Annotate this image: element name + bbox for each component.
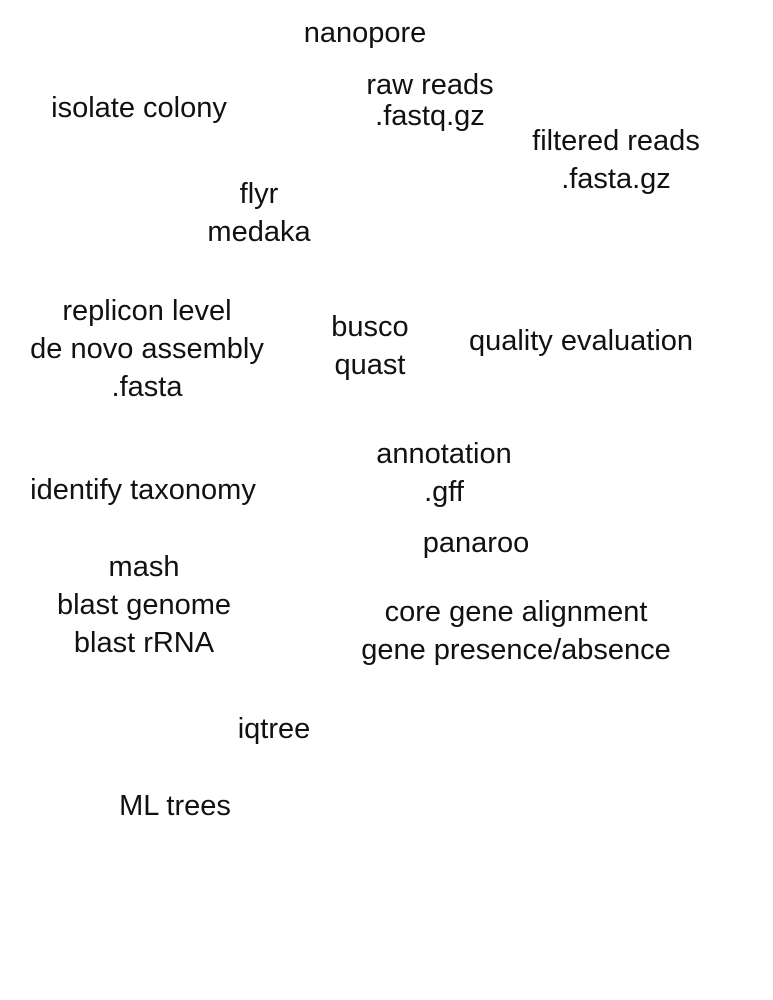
node-de-novo-assembly: replicon level de novo assembly .fasta — [30, 292, 264, 406]
node-identify-taxonomy: identify taxonomy — [30, 471, 256, 509]
node-iqtree: iqtree — [238, 710, 311, 748]
node-busco-quast: busco quast — [331, 308, 408, 384]
node-label: de novo assembly — [30, 333, 264, 365]
node-ml-trees: ML trees — [119, 787, 231, 825]
node-nanopore: nanopore — [304, 14, 427, 52]
node-label: isolate colony — [51, 92, 227, 124]
node-tool-label: panaroo — [422, 527, 530, 559]
node-label: ML trees — [119, 790, 231, 822]
node-tool-label: blast genome — [56, 589, 232, 621]
node-tool-label: blast rRNA — [73, 627, 215, 659]
node-panaroo: panaroo — [423, 524, 529, 562]
node-file-extension: .fasta — [111, 371, 183, 403]
node-tool-label: mash — [108, 551, 180, 583]
node-label: annotation — [376, 438, 512, 470]
node-label: filtered reads — [532, 125, 700, 157]
node-tool-label: medaka — [207, 216, 311, 248]
node-taxonomy-tools: mash blast genome blast rRNA — [57, 548, 231, 662]
node-filtered-reads: filtered reads .fasta.gz — [532, 122, 700, 198]
node-label: raw reads — [366, 69, 494, 101]
node-flyr-medaka: flyr medaka — [207, 175, 310, 251]
node-label: core gene alignment — [384, 596, 648, 628]
node-quality-evaluation: quality evaluation — [469, 322, 693, 360]
node-tool-label: busco — [331, 311, 409, 343]
node-label: nanopore — [303, 17, 427, 49]
node-label: quality evaluation — [468, 325, 694, 357]
node-annotation: annotation .gff — [376, 435, 511, 511]
node-raw-reads: raw reads .fastq.gz — [366, 70, 493, 132]
node-label: gene presence/absence — [361, 634, 671, 666]
node-file-extension: .fastq.gz — [375, 100, 485, 132]
node-label: identify taxonomy — [30, 474, 256, 506]
node-pangenome-outputs: core gene alignment gene presence/absenc… — [361, 593, 671, 669]
node-tool-label: iqtree — [237, 713, 311, 745]
node-file-extension: .gff — [424, 476, 464, 508]
node-tool-label: flyr — [239, 178, 279, 210]
node-label: replicon level — [62, 295, 232, 327]
node-tool-label: quast — [334, 349, 406, 381]
node-file-extension: .fasta.gz — [561, 163, 671, 195]
node-isolate-colony: isolate colony — [51, 89, 227, 127]
